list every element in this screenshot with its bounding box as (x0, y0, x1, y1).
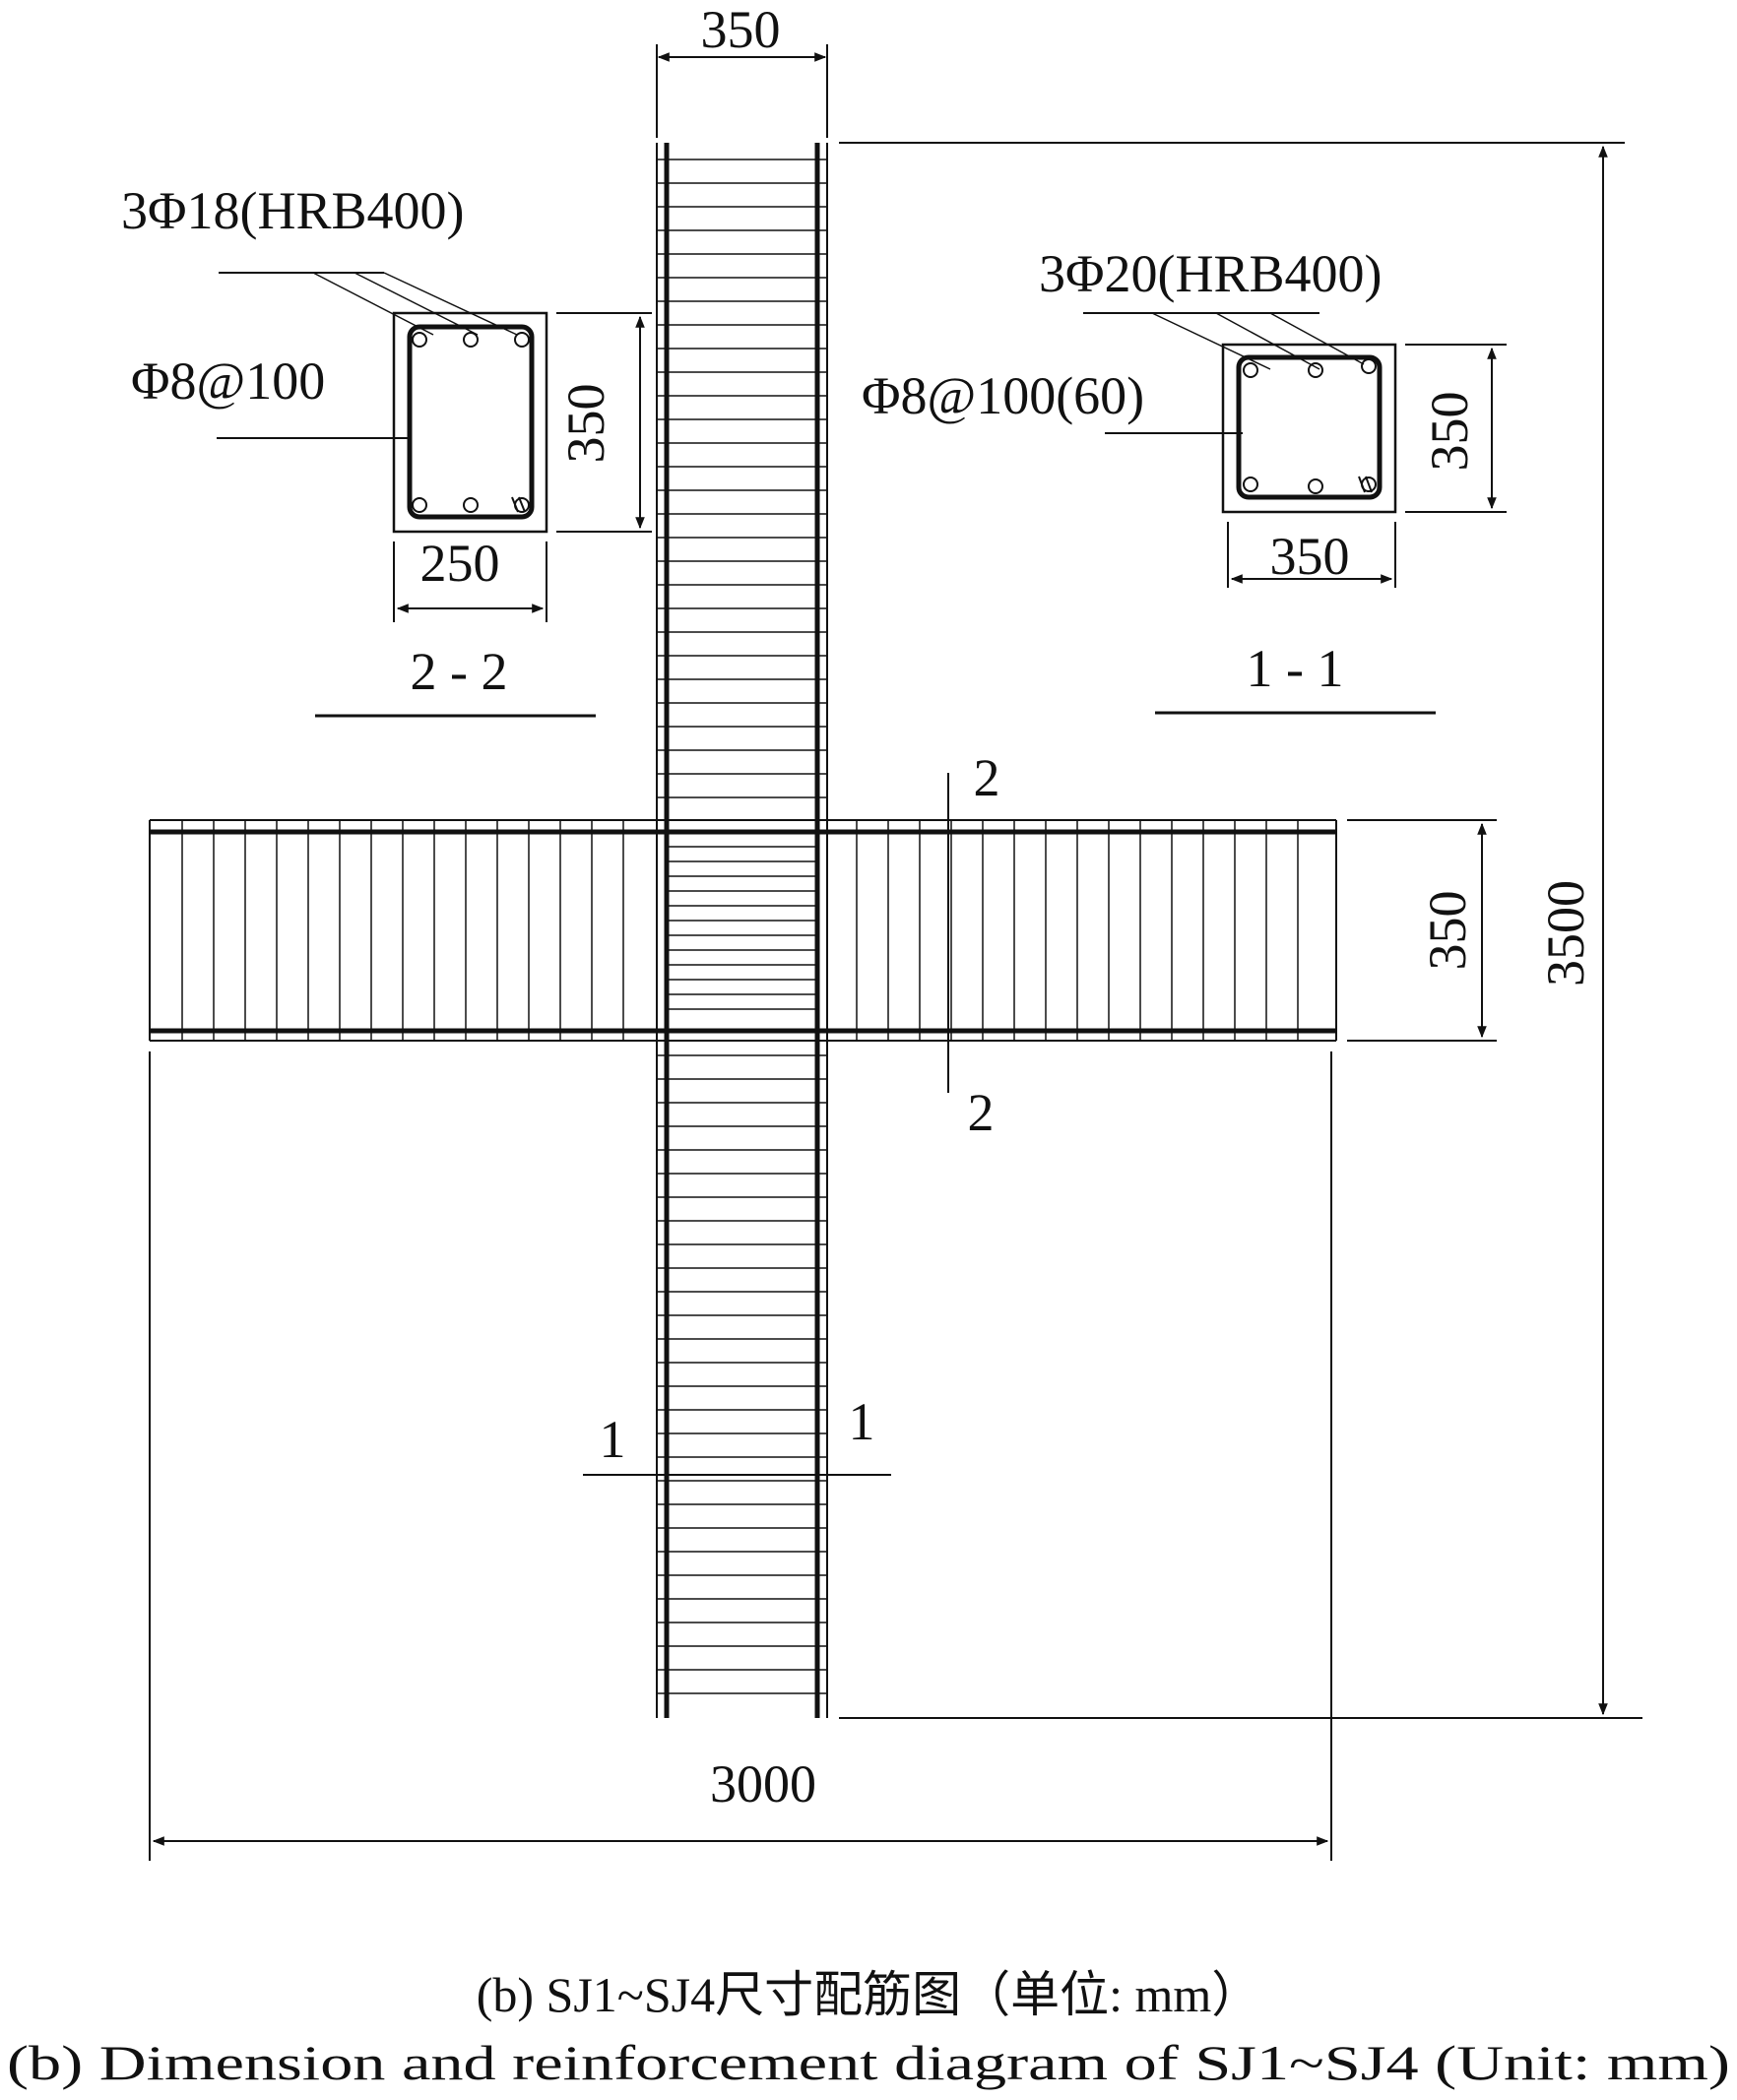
section-1-1-stirrup-label: Φ8@100(60) (862, 366, 1144, 425)
section-1-1-bars-label: 3Φ20(HRB400) (1039, 244, 1382, 303)
dim-column-width-label: 350 (701, 0, 781, 59)
column-stirrups (657, 159, 827, 1694)
section-1-1 (1083, 312, 1507, 715)
section-1-1-width-label: 350 (1270, 527, 1350, 586)
cut-mark-2-bottom: 2 (968, 1083, 995, 1142)
column (656, 143, 828, 1718)
cut-mark-2-top: 2 (974, 748, 1000, 807)
beam-stirrups (181, 820, 1299, 1041)
dim-column-width (656, 44, 828, 138)
joint-hoops (667, 846, 817, 1010)
section-2-2-stirrup-label: Φ8@100 (131, 351, 325, 411)
section-2-2-title: 2 - 2 (411, 642, 508, 701)
dim-beam-span-label: 3000 (710, 1754, 816, 1814)
dim-column-height-label: 3500 (1536, 880, 1595, 986)
section-2-2-bars-label: 3Φ18(HRB400) (121, 181, 464, 240)
section-1-1-height-label: 350 (1420, 392, 1479, 472)
section-1-1-title: 1 - 1 (1247, 639, 1344, 698)
caption-english: (b) Dimension and reinforcement diagram … (7, 2035, 1730, 2090)
section-2-2-height-label: 350 (556, 384, 615, 464)
dim-column-height (839, 142, 1642, 1719)
dim-beam-depth-label: 350 (1418, 891, 1477, 971)
cut-mark-1-right: 1 (849, 1392, 875, 1451)
section-2-2 (217, 272, 652, 718)
dim-beam-span (149, 1051, 1332, 1861)
caption-chinese: (b) SJ1~SJ4尺寸配筋图（单位: mm） (477, 1967, 1261, 2022)
cut-mark-1-left: 1 (600, 1410, 626, 1469)
section-2-2-width-label: 250 (420, 534, 500, 593)
dim-beam-depth (1347, 819, 1497, 1042)
beam (149, 819, 1337, 1042)
